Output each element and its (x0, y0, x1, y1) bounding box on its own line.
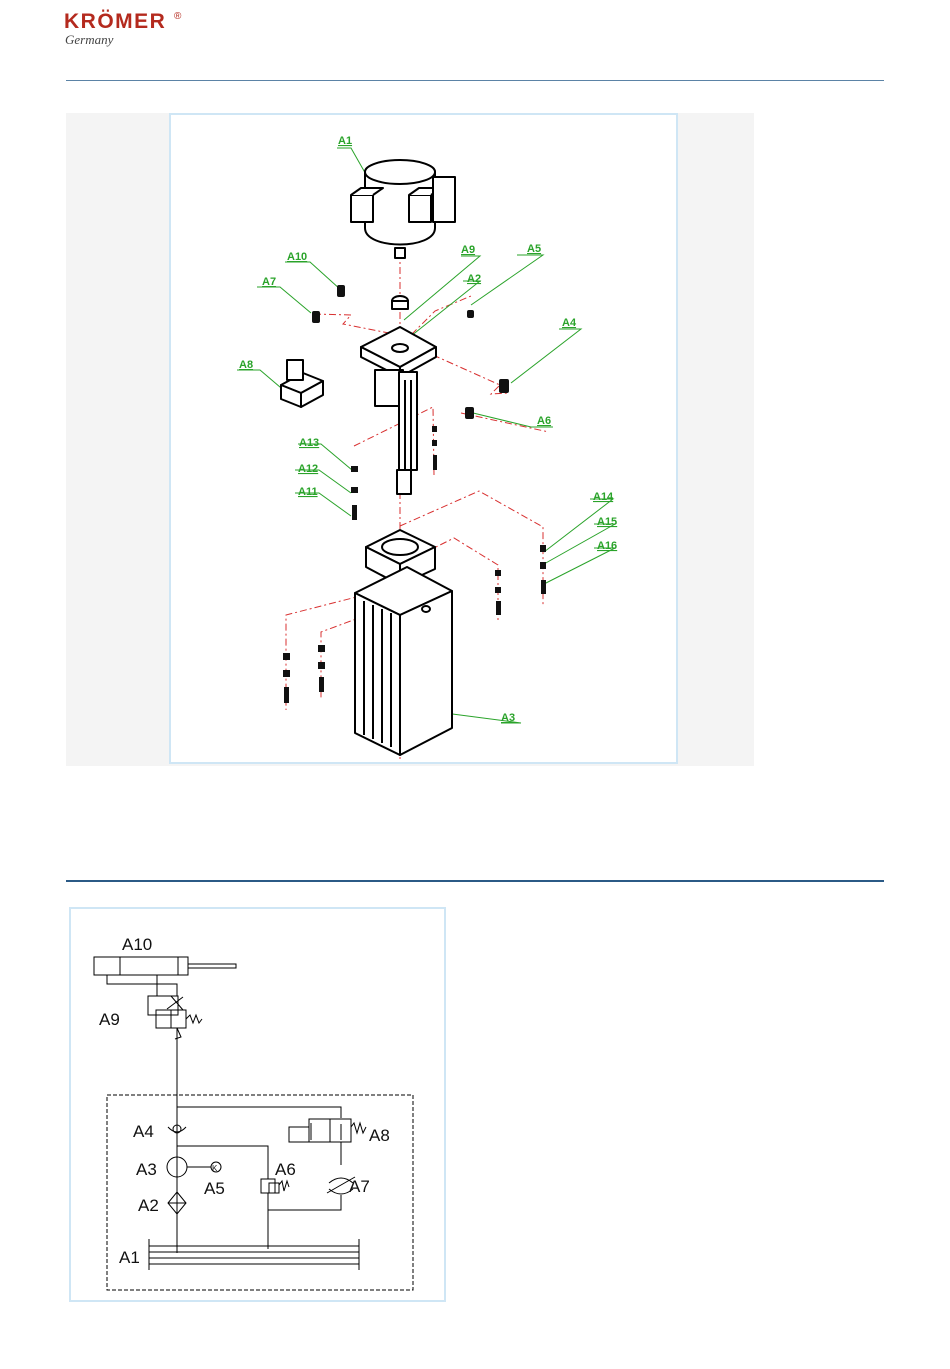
callout-a11: A11 (298, 486, 318, 498)
callout-a16: A16 (597, 540, 617, 552)
motor-part (351, 160, 455, 258)
callout-a7: A7 (262, 276, 276, 288)
callout-a15: A15 (597, 516, 617, 528)
schematic-label-a8: A8 (369, 1126, 390, 1145)
callout-a10: A10 (287, 251, 307, 263)
registered-mark: ® (174, 11, 181, 22)
callout-a12: A12 (298, 463, 318, 475)
schematic-label-a6: A6 (275, 1160, 296, 1179)
header-divider (66, 80, 884, 81)
kromer-logo: KRÖMER ® Germany (64, 10, 194, 50)
section-divider (66, 880, 884, 882)
solenoid-part (281, 360, 323, 407)
callout-a5: A5 (527, 243, 541, 255)
callout-a4: A4 (562, 317, 577, 329)
schematic-labels: A10 A9 A4 A8 A3 A5 A6 A7 A2 A1 K (99, 935, 390, 1267)
callout-a8: A8 (239, 359, 253, 371)
exploded-view-figure: A1 A2 A3 A4 A5 A6 A7 A8 A9 A10 A11 A12 A… (169, 113, 678, 764)
coupling-part (392, 296, 408, 309)
schematic-label-a4: A4 (133, 1122, 154, 1141)
exploded-view-drawing: A1 A2 A3 A4 A5 A6 A7 A8 A9 A10 A11 A12 A… (171, 115, 676, 762)
logo-brand-text: KRÖMER (64, 10, 166, 34)
schematic-label-a5: A5 (204, 1179, 225, 1198)
callout-a3: A3 (501, 712, 515, 724)
flange-pump-part (361, 327, 436, 494)
schematic-label-a9: A9 (99, 1010, 120, 1029)
gauge-symbol: K (212, 1164, 218, 1173)
schematic-label-a3: A3 (136, 1160, 157, 1179)
callout-a6: A6 (537, 415, 551, 427)
callout-a2: A2 (467, 273, 481, 285)
schematic-label-a1: A1 (119, 1248, 140, 1267)
callout-a13: A13 (299, 437, 319, 449)
hydraulic-schematic-drawing: A10 A9 A4 A8 A3 A5 A6 A7 A2 A1 K (71, 909, 444, 1300)
callout-a14: A14 (593, 491, 614, 503)
schematic-label-a7: A7 (349, 1177, 370, 1196)
tank-part (355, 530, 452, 755)
schematic-label-a10: A10 (122, 935, 152, 954)
logo-country-text: Germany (65, 32, 113, 48)
schematic-label-a2: A2 (138, 1196, 159, 1215)
callout-a1: A1 (338, 135, 352, 147)
hydraulic-schematic-figure: A10 A9 A4 A8 A3 A5 A6 A7 A2 A1 K (69, 907, 446, 1302)
callout-a9: A9 (461, 244, 475, 256)
